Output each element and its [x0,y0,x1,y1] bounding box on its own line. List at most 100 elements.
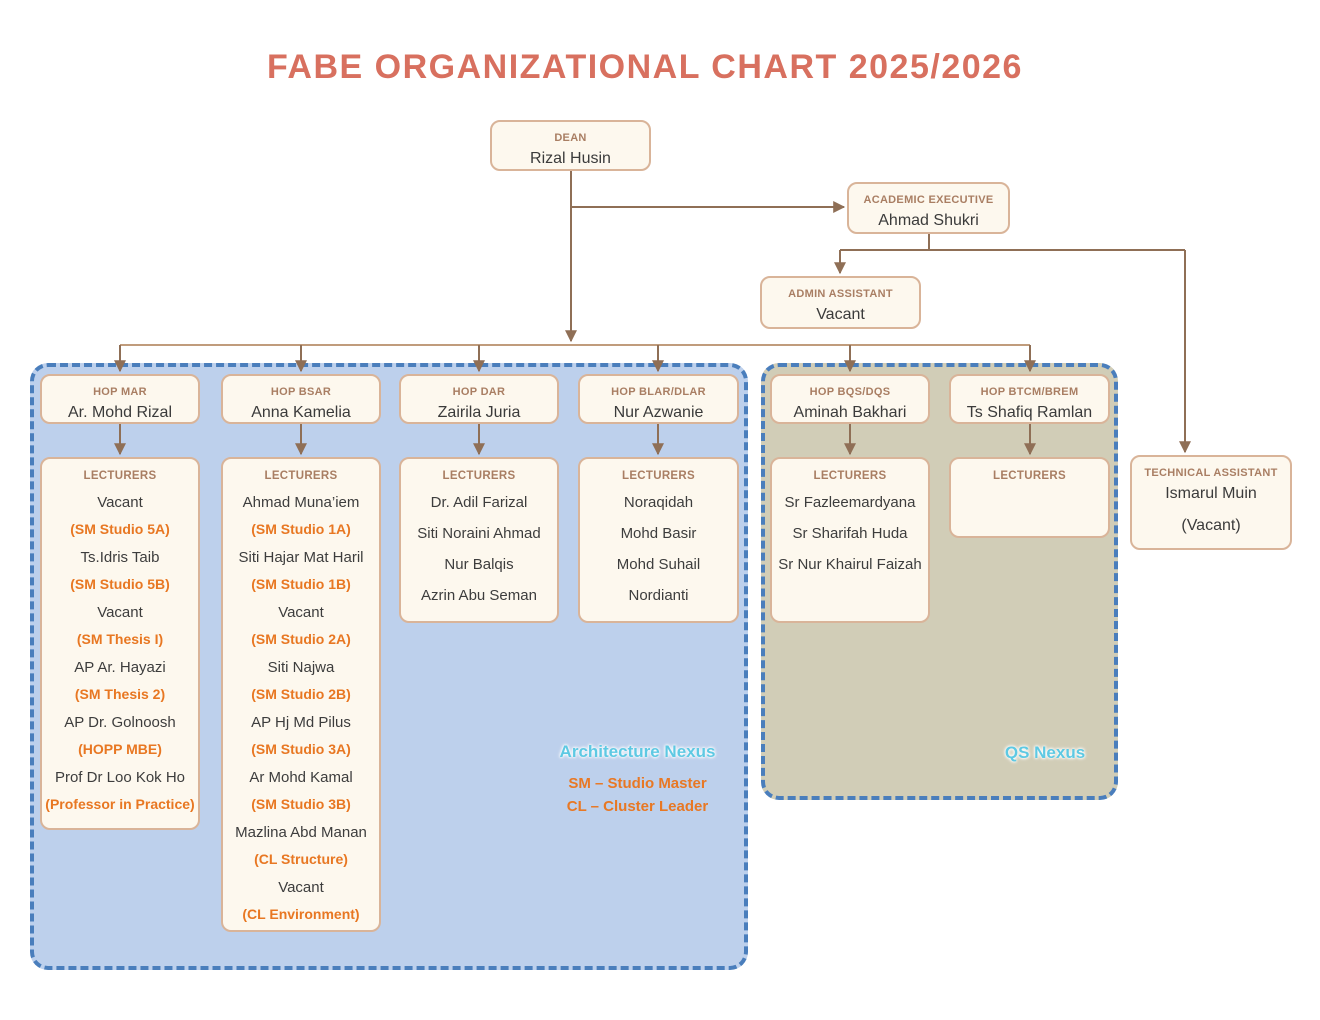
person-name: Ar. Mohd Rizal [67,404,173,421]
lecturer-entry: Nur Balqis [401,555,557,575]
lecturers-header: LECTURERS [83,470,157,482]
lecturer-entry: AP Dr. Golnoosh(HOPP MBE) [42,713,198,758]
lecturer-name: Vacant [97,494,143,511]
person-name: Ahmad Shukri [878,212,979,229]
lecturers-box-btcm-brem: LECTURERS [949,457,1110,538]
node-admin-assistant: ADMIN ASSISTANT Vacant [760,276,921,329]
lecturer-entry: Ar Mohd Kamal(SM Studio 3B) [223,768,379,813]
lecturer-entry: Siti Hajar Mat Haril (SM Studio 1B) [223,548,379,593]
lecturer-entry: AP Hj Md Pilus(SM Studio 3A) [223,713,379,758]
node-hop-blar-dlar: HOP BLAR/DLAR Nur Azwanie [578,374,739,424]
lecturer-role-tag: (CL Environment) [242,906,360,922]
lecturers-list: Ahmad Muna’iem(SM Studio 1A) Siti Hajar M… [223,493,379,923]
person-name: Ts Shafiq Ramlan [966,404,1093,421]
lecturer-entry: Siti Najwa (SM Studio 2B) [223,658,379,703]
lecturers-header: LECTURERS [993,470,1066,482]
lecturers-box-bsar: LECTURERS Ahmad Muna’iem(SM Studio 1A) Si… [221,457,381,932]
lecturer-role-tag: (HOPP MBE) [78,741,162,757]
lecturer-name: Vacant [278,879,324,896]
role-label: HOP BLAR/DLAR [611,386,706,398]
lecturers-box-mar: LECTURERS Vacant (SM Studio 5A) Ts.Idris T… [40,457,200,830]
node-hop-bsar: HOP BSAR Anna Kamelia [221,374,381,424]
person-name: Nur Azwanie [613,404,704,421]
node-hop-bqs-dqs: HOP BQS/DQS Aminah Bakhari [770,374,930,424]
lecturer-role-tag: (SM Thesis I) [76,631,164,647]
lecturer-name: Sr Fazleemardyana [784,494,916,511]
lecturers-header: LECTURERS [813,470,887,482]
role-label: HOP BTCM/BREM [980,386,1079,398]
lecturer-name: AP Hj Md Pilus [251,714,351,731]
role-label: HOP MAR [93,386,147,398]
qs-nexus-caption: QS Nexus [960,743,1130,763]
node-dean: DEAN Rizal Husin [490,120,651,171]
architecture-nexus-caption: Architecture Nexus SM – Studio Master CL… [520,742,755,818]
lecturer-entry: Vacant (CL Environment) [223,878,379,923]
lecturers-list: Sr Fazleemardyana Sr Sharifah Huda Sr Nur … [772,493,928,575]
lecturer-name: Nur Balqis [444,556,514,573]
lecturer-name: Ahmad Muna’iem [242,494,360,511]
lecturers-header: LECTURERS [442,470,516,482]
lecturer-name: Ts.Idris Taib [80,549,160,566]
lecturer-role-tag: (SM Studio 2B) [251,686,351,702]
lecturer-role-tag: (SM Thesis 2) [74,686,166,702]
lecturer-name: Azrin Abu Seman [421,587,537,604]
lecturer-name: Prof Dr Loo Kok Ho [54,769,186,786]
node-academic-executive: ACADEMIC EXECUTIVE Ahmad Shukri [847,182,1010,234]
lecturer-entry: Sr Sharifah Huda [772,524,928,544]
lecturer-role-tag: (SM Studio 5A) [70,521,170,537]
lecturer-role-tag: (SM Studio 1B) [251,576,351,592]
role-label: HOP BQS/DQS [809,386,891,398]
lecturer-name: Siti Najwa [267,659,335,676]
lecturer-entry: Dr. Adil Farizal [401,493,557,513]
role-label: TECHNICAL ASSISTANT [1144,467,1278,479]
vacant-note: (Vacant) [1181,517,1241,534]
lecturer-entry: Vacant (SM Thesis I) [42,603,198,648]
lecturer-entry: Mazlina Abd Manan(CL Structure) [223,823,379,868]
person-name: Rizal Husin [530,150,611,167]
lecturer-role-tag: (Professor in Practice) [45,796,195,812]
lecturer-entry: Prof Dr Loo Kok Ho (Professor in Practice… [42,768,198,813]
lecturer-entry: Ahmad Muna’iem(SM Studio 1A) [223,493,379,538]
legend-cl: CL – Cluster Leader [566,798,709,815]
lecturer-entry: Vacant (SM Studio 2A) [223,603,379,648]
lecturer-name: Mohd Basir [620,525,697,542]
lecturer-entry: Noraqidah [580,493,737,513]
person-name: Ismarul Muin [1165,485,1257,502]
lecturer-role-tag: (SM Studio 2A) [251,631,351,647]
lecturer-name: Vacant [97,604,143,621]
person-name: Aminah Bakhari [793,404,907,421]
lecturer-name: Mazlina Abd Manan [235,824,367,841]
lecturer-name: Siti Hajar Mat Haril [238,549,364,566]
page-title: FABE ORGANIZATIONAL CHART 2025/2026 [267,48,1023,86]
lecturer-entry: Ts.Idris Taib(SM Studio 5B) [42,548,198,593]
person-name: Anna Kamelia [251,404,351,421]
person-name: Vacant [816,306,865,323]
lecturers-box-bqs-dqs: LECTURERS Sr Fazleemardyana Sr Sharifah H… [770,457,930,623]
qs-nexus-label: QS Nexus [1004,743,1086,762]
role-label: HOP BSAR [270,386,332,398]
person-name: Zairila Juria [437,404,521,421]
lecturer-name: Ar Mohd Kamal [249,769,353,786]
lecturer-name: Noraqidah [623,494,694,511]
lecturers-header: LECTURERS [264,470,338,482]
lecturer-name: Sr Nur Khairul Faizah [778,556,922,573]
role-label: ACADEMIC EXECUTIVE [863,194,994,206]
lecturer-name: AP Ar. Hayazi [74,659,166,676]
node-technical-assistant: TECHNICAL ASSISTANT Ismarul Muin (Vacant… [1130,455,1292,550]
lecturer-name: Nordianti [628,587,689,604]
lecturer-name: Vacant [278,604,324,621]
role-label: DEAN [554,132,587,144]
lecturer-entry: Mohd Suhail [580,555,737,575]
lecturer-entry: Mohd Basir [580,524,737,544]
lecturers-header: LECTURERS [622,470,695,482]
legend-sm: SM – Studio Master [568,775,707,792]
lecturer-entry: Azrin Abu Seman [401,586,557,606]
architecture-nexus-label: Architecture Nexus [559,742,716,761]
lecturer-entry: Sr Fazleemardyana [772,493,928,513]
lecturer-entry: Siti Noraini Ahmad [401,524,557,544]
